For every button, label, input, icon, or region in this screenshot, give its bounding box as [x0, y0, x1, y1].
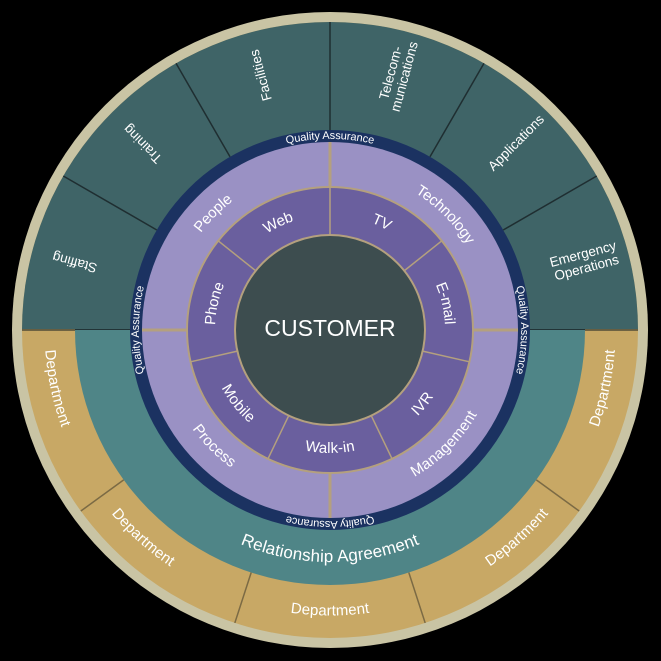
department-divider [535, 479, 580, 512]
channel-divider [190, 350, 238, 363]
qa-label-left: Quality Assurance [130, 285, 147, 376]
department-divider [408, 572, 426, 624]
segment-divider [175, 62, 231, 158]
inner-rings [142, 142, 518, 518]
department-label-2: Department [290, 600, 371, 620]
channel-divider [422, 350, 470, 363]
channel-divider [403, 240, 443, 272]
qa-label-right: Quality Assurance [513, 285, 530, 376]
segment-divider [62, 175, 158, 231]
center-label: CUSTOMER [264, 315, 395, 341]
qa-label-top: Quality Assurance [285, 130, 376, 147]
channel-divider [217, 240, 257, 272]
channel-divider [370, 415, 393, 460]
department-divider [80, 479, 125, 512]
segment-divider [429, 62, 485, 158]
channel-label-tv: TV [370, 211, 395, 235]
channel-label-walk-in: Walk-in [304, 438, 356, 457]
channel-divider [267, 415, 290, 460]
customer-core [234, 234, 426, 426]
department-divider [234, 572, 252, 624]
segment-divider [502, 175, 598, 231]
qa-label-bottom: Quality Assurance [285, 513, 376, 530]
